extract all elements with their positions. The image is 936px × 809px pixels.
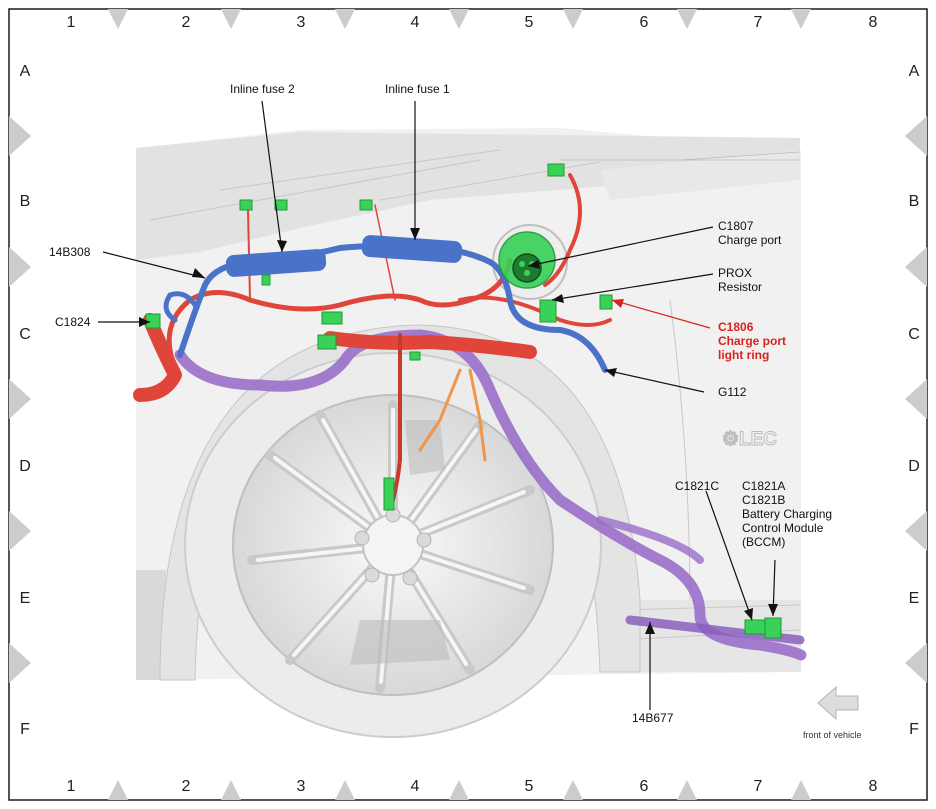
label-bccm-line3: (BCCM) [742,535,785,549]
connector-bccm [764,617,782,639]
label-prox: PROX [718,266,752,280]
col-label: 6 [640,14,649,31]
col-label: 5 [525,778,534,795]
label-c1821c: C1821C [675,479,719,493]
col-label: 2 [182,778,191,795]
label-inline-fuse-1: Inline fuse 1 [385,82,450,96]
right-zone-markers [905,116,927,683]
col-label: 4 [411,14,420,31]
column-labels-top: 1 2 3 4 5 6 7 8 [67,14,878,31]
row-label: B [20,193,31,210]
charge-port-c1807 [498,231,556,289]
label-g112: G112 [718,385,747,399]
inline-fuse-1-body [361,235,463,263]
connector-c1806 [599,294,613,310]
row-label: D [19,458,31,475]
wiring-harnesses [133,173,807,661]
label-bccm-line1: Battery Charging [742,507,832,521]
label-c1821a: C1821A [742,479,785,493]
col-label: 3 [297,778,306,795]
col-label: 4 [411,778,420,795]
label-bccm-line2: Control Module [742,521,824,535]
col-label: 1 [67,778,76,795]
label-resistor: Resistor [718,280,762,294]
label-14b677: 14B677 [632,711,674,725]
col-label: 7 [754,14,763,31]
label-c1824: C1824 [55,315,91,329]
row-label: D [908,458,920,475]
connector-c1821c [744,619,768,635]
row-labels-left: A B C D E F [19,63,31,738]
col-label: 2 [182,14,191,31]
label-charge-port: Charge port [718,233,782,247]
top-zone-markers [108,9,811,29]
leader-lines [98,100,776,710]
col-label: 8 [869,778,878,795]
column-labels-bottom: 1 2 3 4 5 6 7 8 [67,778,878,795]
row-label: E [20,590,31,607]
row-label: C [908,326,920,343]
col-label: 7 [754,778,763,795]
row-label: F [909,721,919,738]
col-label: 1 [67,14,76,31]
label-c1806-charge-port: Charge port [718,334,786,348]
label-14b308: 14B308 [49,245,91,259]
front-of-vehicle-indicator: front of vehicle [803,685,862,740]
connectors [145,163,782,639]
bottom-zone-markers [108,780,811,800]
vehicle-illustration: ⚙LEC [136,128,801,738]
label-c1821b: C1821B [742,493,785,507]
col-label: 5 [525,14,534,31]
row-label: F [20,721,30,738]
row-label: E [909,590,920,607]
callout-labels: Inline fuse 2 Inline fuse 1 14B308 C1824… [49,82,832,725]
label-c1806: C1806 [718,320,754,334]
label-c1807: C1807 [718,219,754,233]
label-inline-fuse-2: Inline fuse 2 [230,82,295,96]
col-label: 3 [297,14,306,31]
left-zone-markers [9,116,31,683]
col-label: 8 [869,14,878,31]
row-label: A [909,63,920,80]
row-labels-right: A B C D E F [908,63,920,738]
label-c1806-light-ring: light ring [718,348,769,362]
connector-c1824 [145,313,161,329]
row-label: B [909,193,920,210]
arrow-left-icon [817,685,859,721]
row-label: A [20,63,31,80]
inline-fuse-2-body [225,249,327,277]
row-label: C [19,326,31,343]
svg-text:⚙LEC: ⚙LEC [722,429,777,450]
col-label: 6 [640,778,649,795]
leader-arrowheads [139,228,778,634]
front-of-vehicle-text: front of vehicle [803,730,862,740]
harness-red-main [137,257,513,401]
